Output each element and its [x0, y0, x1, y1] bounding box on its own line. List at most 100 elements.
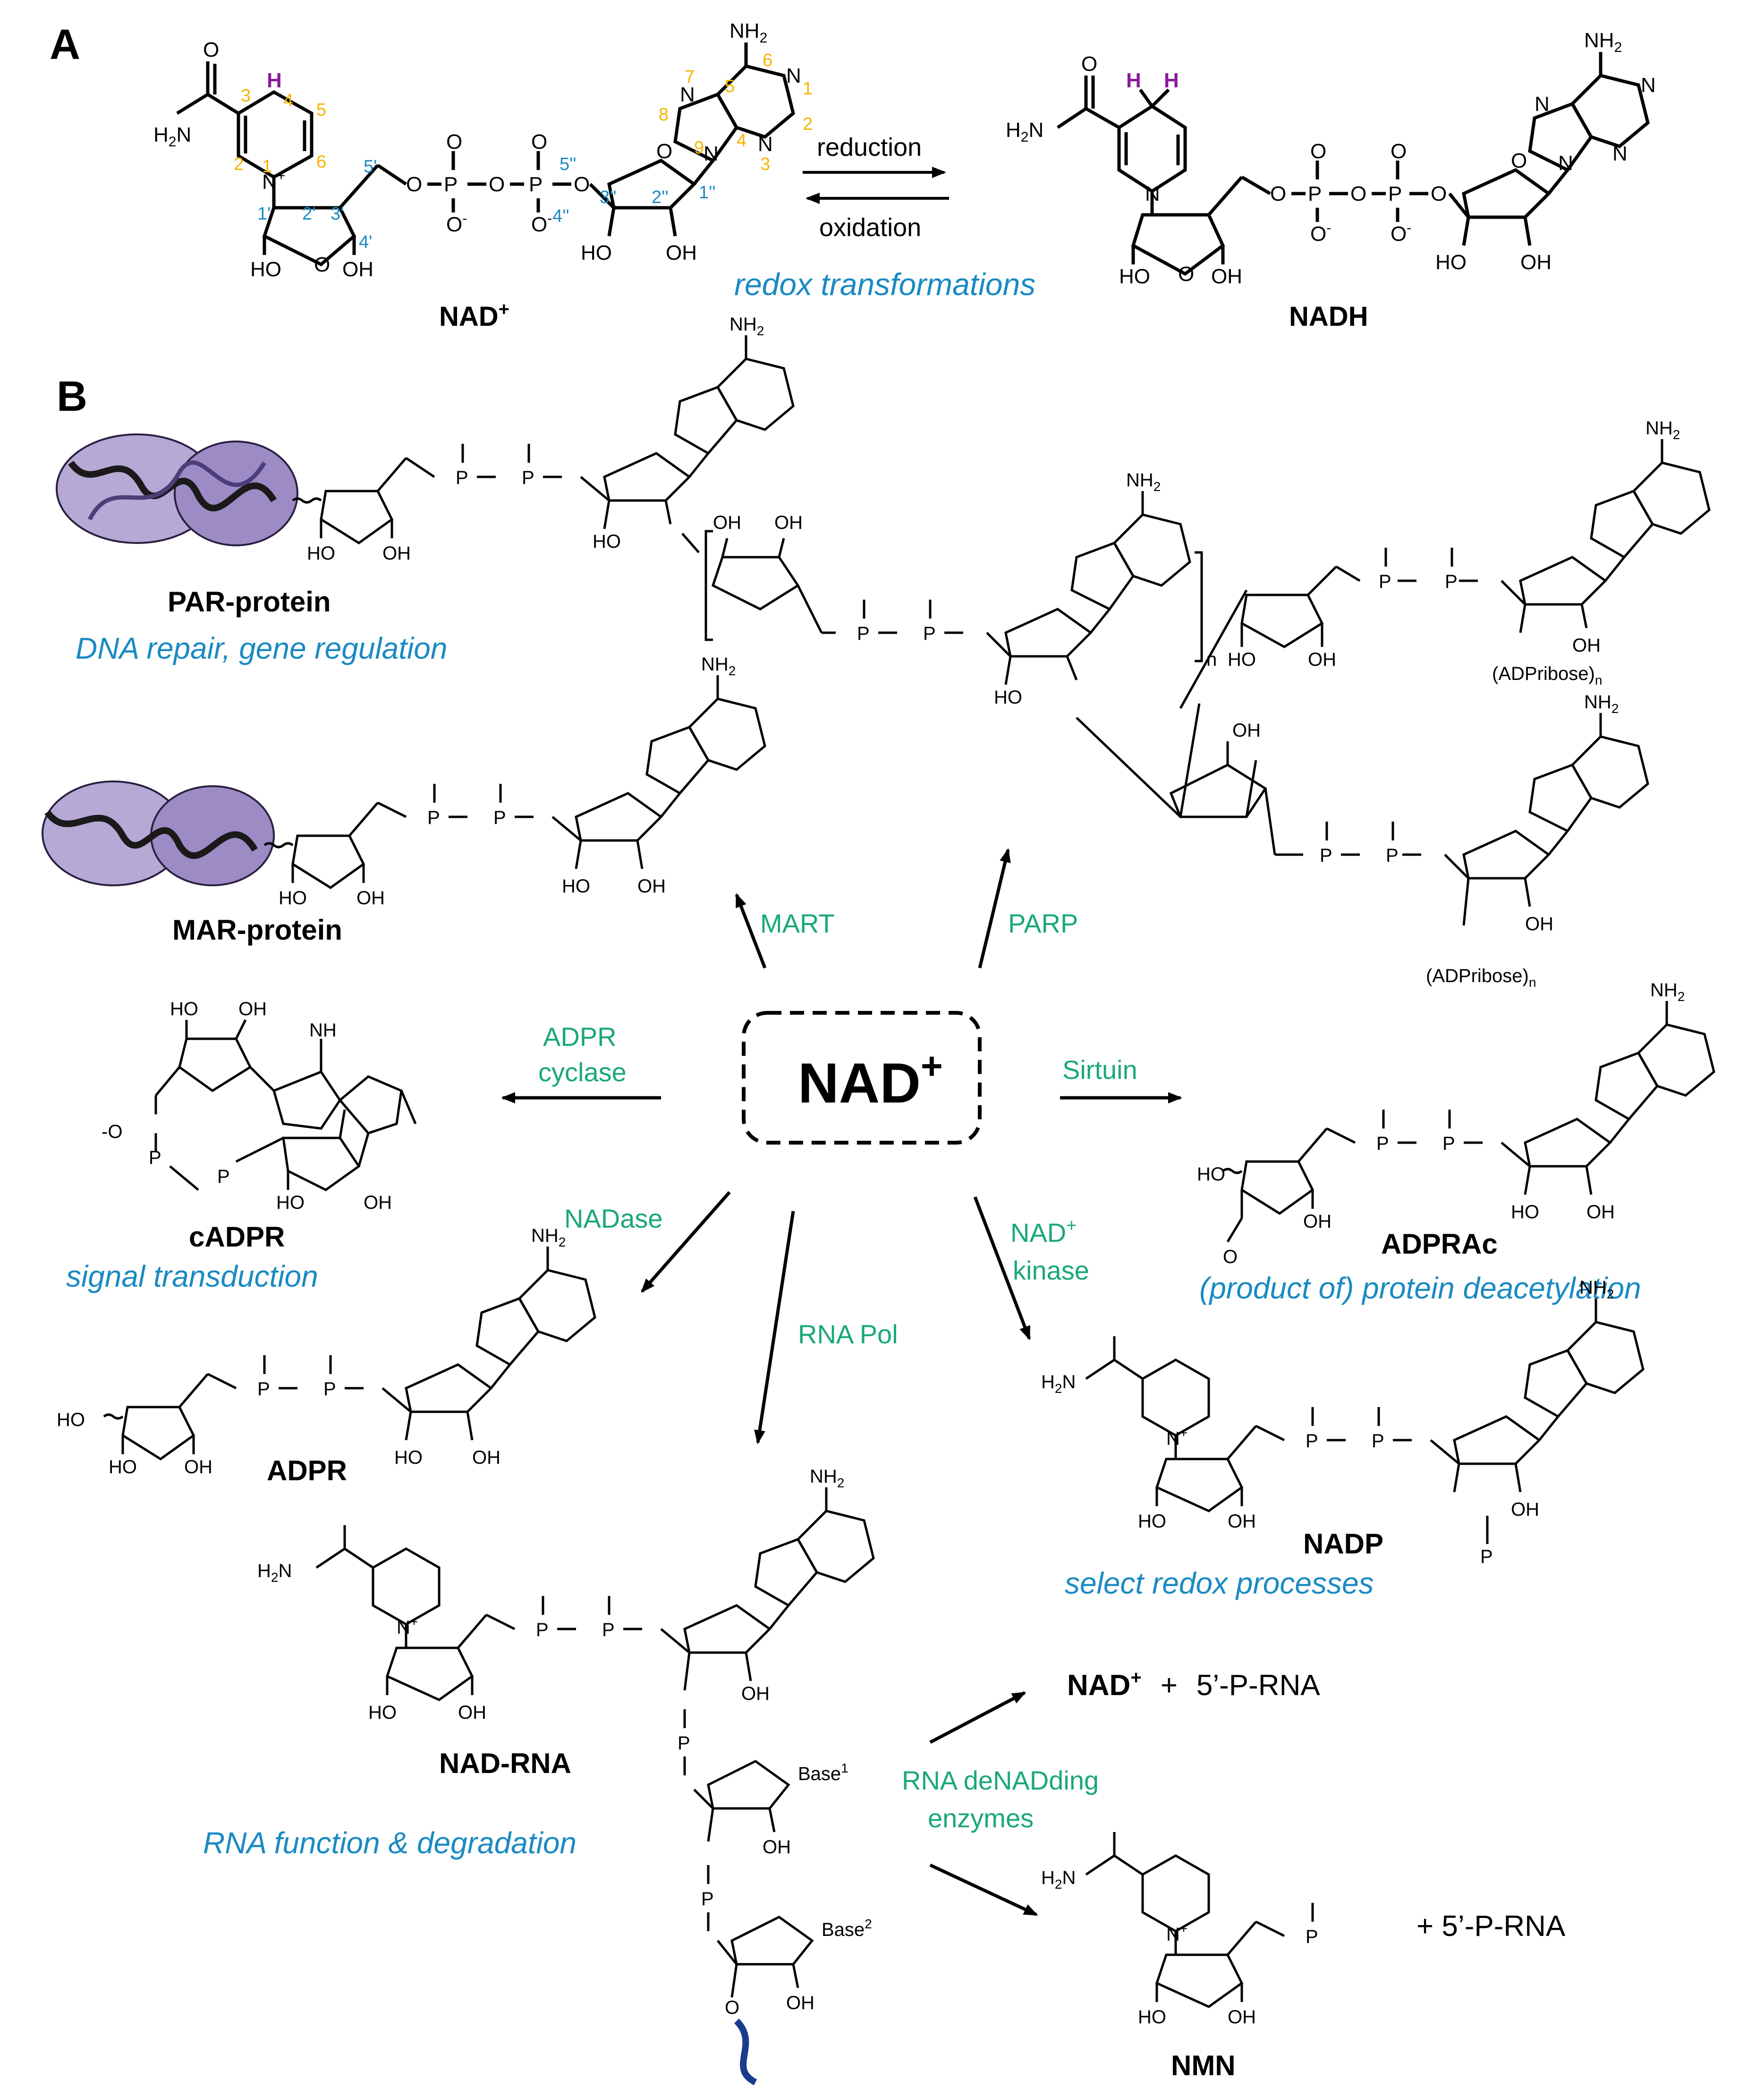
adpr-name: ADPR: [267, 1455, 347, 1486]
par-oh-7: OH: [1525, 914, 1553, 934]
nadp-role: select redox processes: [1065, 1566, 1374, 1600]
nadp-ho: HO: [1138, 1511, 1166, 1532]
par-oh-1: OH: [382, 543, 411, 564]
nadh-p2-o: O: [1391, 140, 1407, 163]
num-ar5: 5'': [560, 154, 577, 174]
nad-rna-structure: [315, 1487, 875, 1998]
nmn-ho: HO: [1138, 2007, 1166, 2028]
nmn-oh: OH: [1228, 2007, 1256, 2028]
par-nh2-1: NH2: [729, 314, 764, 338]
enzyme-adpr-cyclase-2: cyclase: [538, 1057, 627, 1087]
nadh-labels: H2N O H H N O HO OH O P O P O O O O- O- …: [1006, 29, 1656, 288]
par-nh2-2: NH2: [1126, 470, 1161, 494]
num-n2: 2: [234, 154, 244, 174]
nad-adeno-ribose-o: O: [656, 140, 672, 163]
nadh-ho: HO: [1119, 265, 1150, 288]
nad-rna-base1: Base1: [798, 1761, 848, 1784]
nad-rna-h2n: H2N: [257, 1561, 292, 1585]
adprac-oh: OH: [1303, 1211, 1331, 1232]
nadh-oh: OH: [1211, 265, 1242, 288]
nad-adeno-ho: HO: [581, 241, 612, 264]
nadh-amide-o: O: [1081, 52, 1097, 76]
enzyme-denadding-2: enzymes: [928, 1803, 1034, 1833]
nad-adeno-oh: OH: [666, 241, 697, 264]
cadpr-oh: OH: [238, 999, 267, 1019]
num-r2: 2': [302, 204, 315, 224]
par-protein-role: DNA repair, gene regulation: [76, 631, 447, 665]
par-protein-name: PAR-protein: [168, 586, 331, 618]
nad-rna-ho: HO: [368, 1702, 397, 1723]
nad-h4: H: [267, 69, 282, 92]
cadpr-labels: HO OH NH P P -O HO OH: [102, 999, 392, 1213]
nadp-p2: P: [1372, 1431, 1384, 1451]
nad-adenine-n3: N: [758, 133, 773, 156]
nad-rna-oh: OH: [458, 1702, 486, 1723]
nad-p1: P: [444, 173, 458, 196]
par-oh-6: OH: [1232, 720, 1261, 741]
par-protein-cartoon: [56, 433, 298, 546]
panel-b: B: [42, 314, 1715, 2086]
par-p-8: P: [1386, 845, 1399, 866]
adprac-structure: [1222, 1001, 1715, 1243]
nadp-p1: P: [1306, 1431, 1318, 1451]
nad-rna-oh-4: OH: [786, 1993, 814, 2013]
nad-p1-ominus: O-: [446, 211, 467, 236]
nad-o-bridge: O: [489, 173, 505, 196]
nmn-ring-n: N+: [1166, 1921, 1187, 1945]
nadh-adeno-oh: OH: [1520, 251, 1552, 274]
nad-p2-ominus: O-: [531, 211, 552, 236]
nadh-o5: O: [1270, 182, 1286, 205]
cadpr-oh-2: OH: [364, 1192, 392, 1213]
nad-adenine-n1: N: [786, 64, 801, 87]
num-r5: 5': [364, 157, 377, 177]
arrow-nad-kinase: [973, 1196, 1031, 1340]
nad-adenine-n9: N: [704, 142, 719, 165]
cadpr-nh: NH: [309, 1020, 337, 1041]
par-oh-5: OH: [1572, 635, 1601, 656]
cadpr-name: cADPR: [189, 1221, 285, 1253]
nadh-p1-ominus: O-: [1310, 220, 1331, 246]
nad-ribose-ho: HO: [250, 258, 281, 281]
mar-labels: HO OH P P HO OH NH2: [279, 654, 736, 908]
num-ar4: 4'': [552, 206, 569, 226]
nmn-h2n: H2N: [1041, 1867, 1076, 1892]
nad-ribose-oh: OH: [342, 258, 373, 281]
nadh-h-b: H: [1164, 69, 1179, 92]
enzyme-nadase: NADase: [564, 1204, 663, 1233]
nadh-ring-n: N: [1145, 182, 1160, 205]
center-nad-label: NAD+: [798, 1045, 943, 1115]
nad-numbering: 1 2 3 4 5 6 1' 2' 3' 4' 5' 1 2 3 4 5 6 7…: [234, 51, 813, 252]
nadp-nh2: NH2: [1579, 1277, 1614, 1301]
num-ar2: 2'': [652, 187, 669, 207]
nadh-h2n: H2N: [1006, 119, 1043, 145]
nad-adenine-n7: N: [680, 83, 695, 106]
cadpr-ho: HO: [170, 999, 198, 1019]
adprac-oh-2: OH: [1586, 1202, 1615, 1222]
par-oh-top-a: OH: [713, 512, 741, 533]
par-ho-2: HO: [593, 531, 621, 552]
num-n3: 3: [241, 86, 251, 106]
par-ho-3: HO: [994, 687, 1022, 708]
par-structure: [292, 335, 1711, 926]
par-branch-1: (ADPribose)n: [1492, 663, 1602, 687]
nad-rna-base2: Base2: [822, 1917, 872, 1940]
num-n4: 4: [283, 91, 293, 110]
nadh-nh2: NH2: [1584, 29, 1622, 55]
adprac-nh2: NH2: [1650, 980, 1685, 1004]
reduction-label: reduction: [817, 133, 922, 161]
par-nh2-4: NH2: [1584, 692, 1619, 716]
nad-p1-o: O: [446, 130, 462, 153]
par-labels: HO OH P P NH2 HO OH OH P P HO NH2 n HO O…: [307, 314, 1680, 990]
nad-rna-p2: P: [602, 1620, 615, 1640]
mar-oh-2: OH: [637, 876, 666, 897]
nadp-oh: OH: [1228, 1511, 1256, 1532]
center-nad-box: [742, 1011, 982, 1145]
panel-a-letter: A: [50, 21, 80, 68]
enzyme-rna-pol: RNA Pol: [798, 1319, 898, 1349]
nmn-structure: [1085, 1832, 1314, 2008]
nad-amide-o: O: [203, 38, 219, 61]
nadh-p1-o: O: [1310, 140, 1326, 163]
enzyme-labels: MART PARP ADPR cyclase Sirtuin NADase NA…: [538, 908, 1137, 1833]
arrow-mart: [735, 893, 767, 969]
